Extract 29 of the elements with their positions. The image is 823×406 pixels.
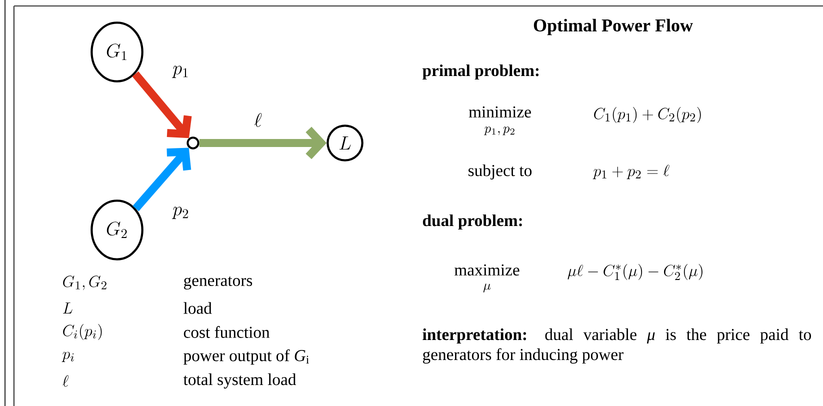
- edge-label: $p_1$: [171, 64, 191, 80]
- section-heading: primal problem:: [422, 64, 539, 80]
- subscript-formula: $\mu$: [483, 284, 491, 292]
- symbol-label: $p_i$: [62, 352, 74, 362]
- subscript-formula: $p_1, p_2$: [484, 126, 514, 136]
- junction-circle: [186, 136, 200, 150]
- arrow: [132, 71, 192, 138]
- symbol-label: $L$: [63, 302, 72, 314]
- symbol-label: $G_1, G_2$: [63, 276, 106, 290]
- definition-text: power output of G$_{i}$: [184, 349, 309, 365]
- section-heading: dual problem:: [422, 214, 522, 230]
- edge-label: $\ell$: [252, 112, 264, 128]
- formula: $p_1 + p_2 = \ell$: [592, 164, 670, 180]
- paragraph: interpretation: dual variable μ is the price paid to generators for inducing power: [422, 328, 811, 364]
- definition-text: load: [184, 302, 212, 314]
- definition-text: total system load: [183, 373, 296, 389]
- definition-text: cost function: [184, 326, 270, 338]
- operator-text: maximize: [454, 264, 520, 276]
- title: Optimal Power Flow: [534, 18, 693, 36]
- arrow: [132, 148, 192, 212]
- formula: $\mu\ell - C_1^*(\mu) - C_2^*(\mu)$: [568, 264, 702, 280]
- symbol-label: $C_i(p_i)$: [63, 324, 102, 340]
- definition-text: generators: [184, 276, 252, 290]
- formula: $C_1(p_1) + C_2(p_2)$: [594, 107, 701, 123]
- operator-text: minimize: [468, 106, 531, 118]
- constraint-text: subject to: [468, 164, 532, 180]
- symbol-label: $\ell$: [62, 375, 69, 387]
- edge-label: $p_2$: [171, 206, 191, 220]
- arrow: [199, 126, 327, 160]
